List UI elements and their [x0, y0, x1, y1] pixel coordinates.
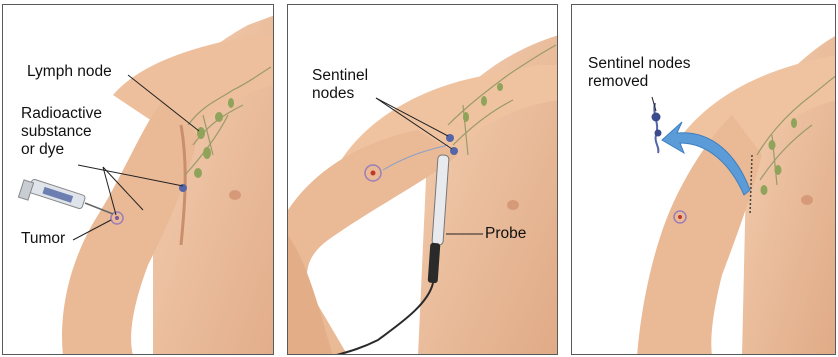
label-sentinel-line2: nodes [312, 85, 368, 103]
label-removed-line1: Sentinel nodes [588, 55, 691, 73]
probe-illustration [288, 5, 558, 355]
tumor-center [678, 215, 682, 219]
label-tumor: Tumor [21, 230, 65, 248]
syringe-icon [18, 179, 113, 214]
label-lymph-node: Lymph node [27, 63, 112, 81]
nipple [507, 200, 519, 210]
tumor-center [371, 171, 376, 176]
label-probe: Probe [485, 225, 526, 243]
label-removed-line2: removed [588, 73, 691, 91]
panel-removal: Sentinel nodes removed [571, 4, 836, 355]
label-radioactive-line1: Radioactive [21, 105, 102, 123]
nipple [801, 195, 813, 205]
label-sentinel-nodes-removed: Sentinel nodes removed [588, 55, 691, 91]
tumor-center [115, 216, 119, 220]
injection-illustration [3, 5, 274, 355]
label-sentinel-line1: Sentinel [312, 67, 368, 85]
label-radioactive-line2: substance [21, 123, 102, 141]
panel-probe: Sentinel nodes Probe [287, 4, 558, 355]
label-sentinel-nodes: Sentinel nodes [312, 67, 368, 103]
label-radioactive-line3: or dye [21, 141, 102, 159]
label-radioactive-substance: Radioactive substance or dye [21, 105, 102, 159]
panel-injection: Lymph node Radioactive substance or dye … [2, 4, 274, 355]
removed-nodes-icon [652, 103, 662, 153]
nipple [229, 190, 241, 200]
